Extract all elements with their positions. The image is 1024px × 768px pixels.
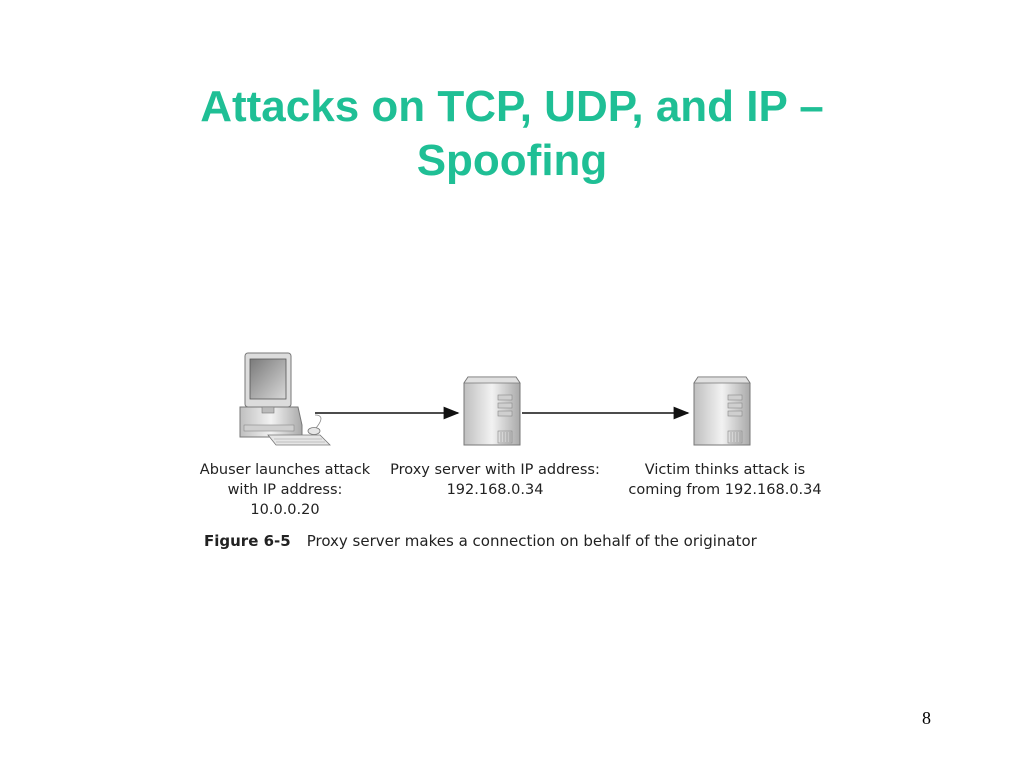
abuser-label-line-2: with IP address: — [227, 482, 343, 498]
victim-label: Victim thinks attack is coming from 192.… — [620, 460, 830, 500]
abuser-label: Abuser launches attack with IP address: … — [190, 460, 380, 520]
abuser-label-line-3: 10.0.0.20 — [250, 502, 320, 518]
slide-title-line-1: Attacks on TCP, UDP, and IP – — [200, 82, 824, 131]
slide-title: Attacks on TCP, UDP, and IP – Spoofing — [0, 80, 1024, 188]
slide-title-line-2: Spoofing — [416, 136, 608, 185]
diagram-graphics — [239, 352, 751, 446]
proxy-label-line-2: 192.168.0.34 — [446, 482, 544, 498]
figure-caption: Figure 6-5 Proxy server makes a connectio… — [204, 532, 757, 550]
victim-label-line-1: Victim thinks attack is — [644, 462, 806, 478]
server-icon — [693, 376, 751, 446]
workstation-icon — [239, 352, 331, 446]
victim-label-line-2: coming from 192.168.0.34 — [628, 482, 822, 498]
proxy-label-line-1: Proxy server with IP address: — [390, 462, 600, 478]
page-number: 8 — [922, 708, 931, 728]
abuser-label-line-1: Abuser launches attack — [199, 462, 371, 478]
server-icon — [463, 376, 521, 446]
figure-number: Figure 6-5 — [204, 532, 291, 550]
figure-caption-text: Proxy server makes a connection on behal… — [306, 532, 757, 550]
proxy-label: Proxy server with IP address: 192.168.0.… — [390, 460, 600, 500]
proxy-spoofing-diagram: Abuser launches attack with IP address: … — [190, 345, 830, 555]
